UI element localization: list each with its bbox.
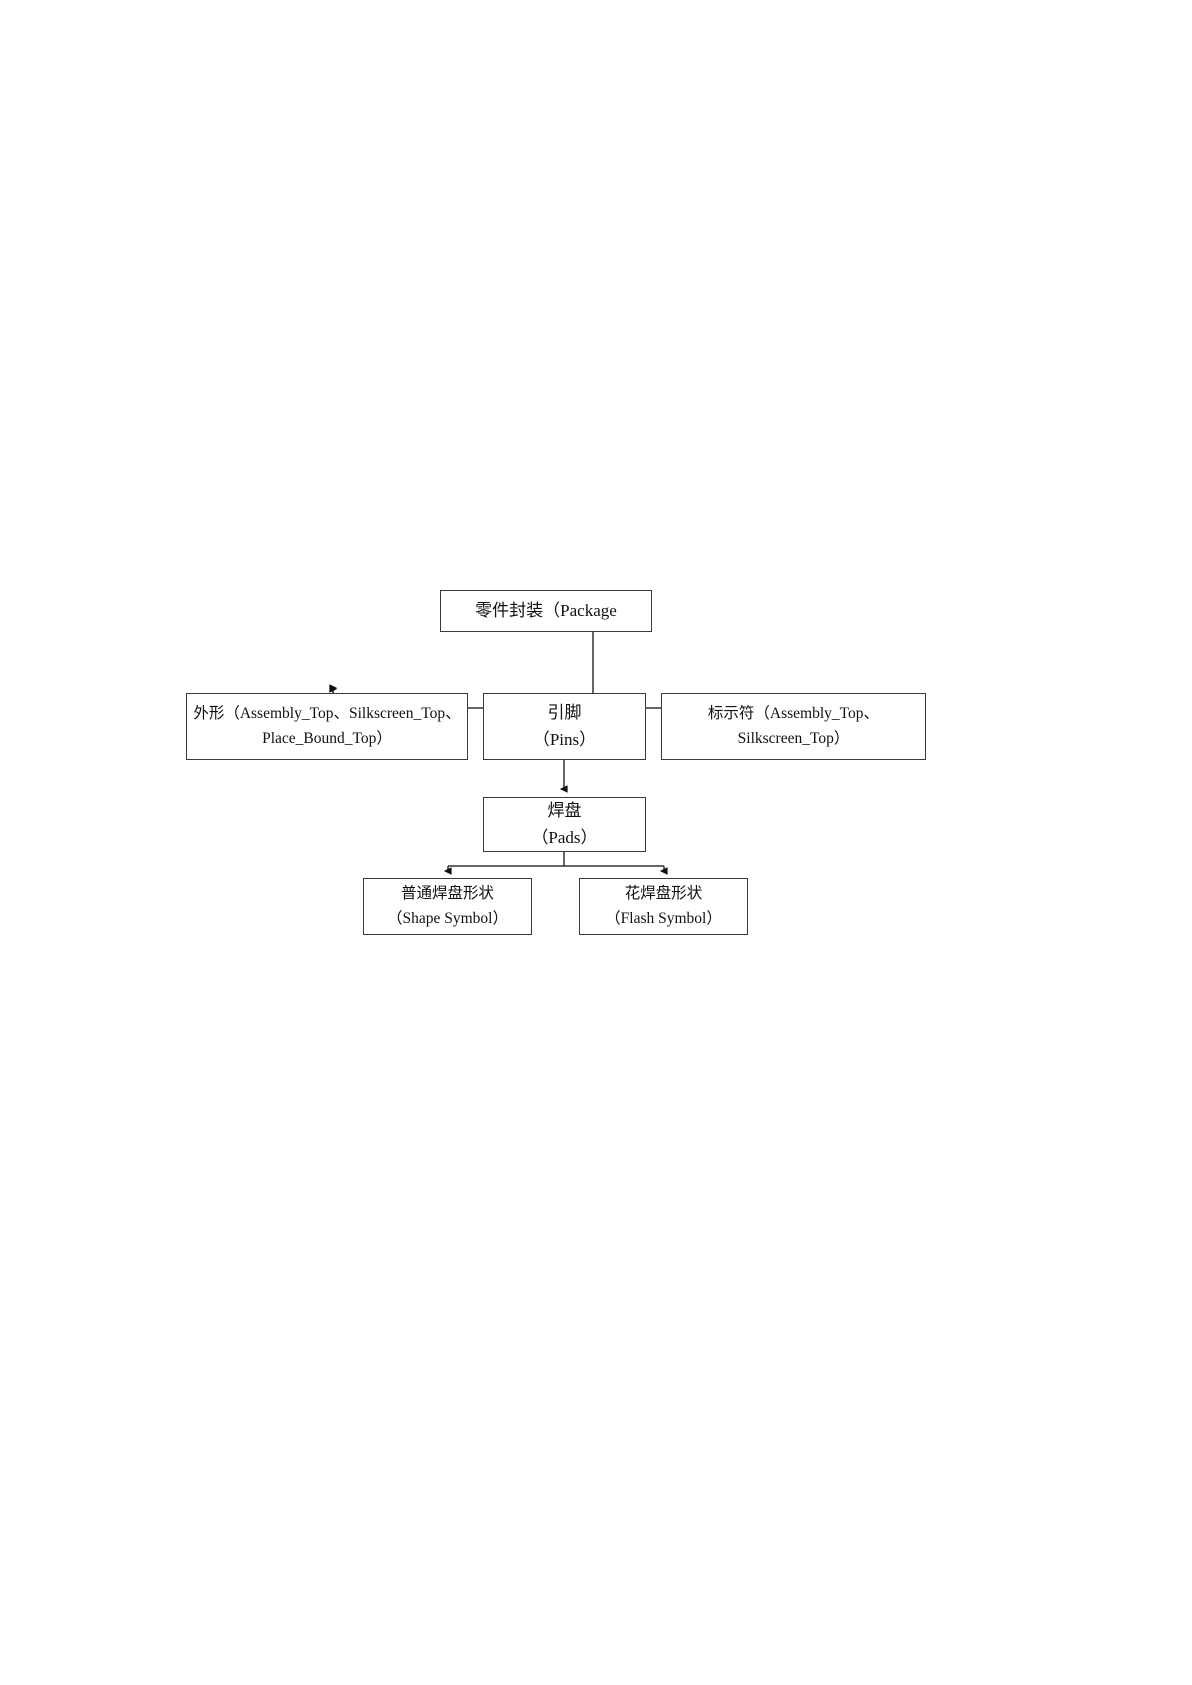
node-designator[interactable]: 标示符（Assembly_Top、 Silkscreen_Top） bbox=[661, 693, 926, 760]
node-flash-symbol-line-1: 花焊盘形状 bbox=[624, 885, 703, 903]
node-outline-line-2: Place_Bound_Top） bbox=[262, 729, 392, 747]
node-shape-symbol-line-1: 普通焊盘形状 bbox=[400, 885, 494, 903]
node-pins-line-1: 引脚 bbox=[547, 703, 582, 723]
node-pins-line-2: （Pins） bbox=[532, 729, 597, 749]
node-shape-symbol-line-2: （Shape Symbol） bbox=[387, 909, 508, 927]
node-outline-line-1: 外形（Assembly_Top、Silkscreen_Top、 bbox=[193, 705, 461, 723]
node-pads[interactable]: 焊盘 （Pads） bbox=[483, 797, 646, 852]
node-pins[interactable]: 引脚 （Pins） bbox=[483, 693, 646, 760]
node-pads-line-2: （Pads） bbox=[531, 827, 598, 847]
node-pads-line-1: 焊盘 bbox=[547, 801, 582, 821]
node-flash-symbol-line-2: （Flash Symbol） bbox=[605, 909, 722, 927]
node-designator-line-2: Silkscreen_Top） bbox=[737, 729, 850, 747]
node-outline[interactable]: 外形（Assembly_Top、Silkscreen_Top、 Place_Bo… bbox=[186, 693, 468, 760]
node-shape-symbol[interactable]: 普通焊盘形状 （Shape Symbol） bbox=[363, 878, 532, 935]
node-package[interactable]: 零件封装（Package bbox=[440, 590, 652, 632]
node-designator-line-1: 标示符（Assembly_Top、 bbox=[707, 705, 880, 723]
node-flash-symbol[interactable]: 花焊盘形状 （Flash Symbol） bbox=[579, 878, 748, 935]
node-package-line-1: 零件封装（Package bbox=[475, 600, 617, 620]
